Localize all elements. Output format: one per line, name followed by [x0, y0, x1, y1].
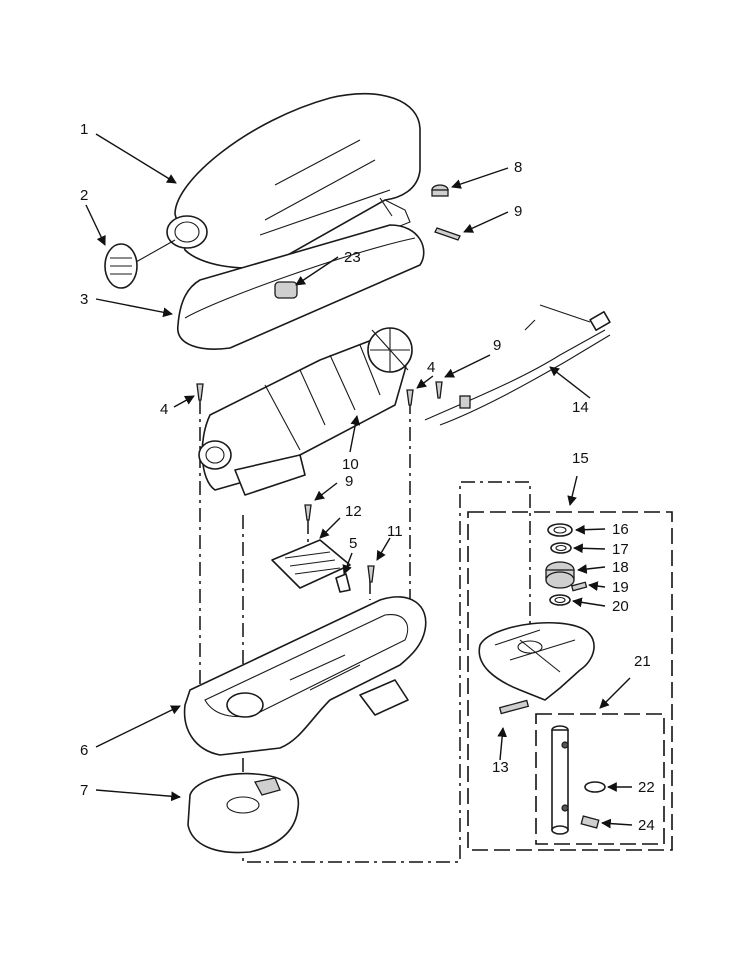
callout-9-mid: 9 — [493, 337, 501, 354]
planetary-housing — [478, 621, 595, 701]
callout-19: 19 — [612, 579, 629, 596]
screw-9-mid — [435, 381, 443, 399]
callout-15: 15 — [572, 450, 589, 467]
screw-9-upper — [434, 227, 461, 241]
screw-9-lower — [304, 504, 312, 521]
callout-13: 13 — [492, 759, 509, 776]
leader-lines — [85, 133, 633, 829]
callout-22: 22 — [638, 779, 655, 796]
power-cord — [424, 304, 611, 426]
hub-cover — [104, 239, 176, 289]
callout-2: 2 — [80, 187, 88, 204]
callout-12: 12 — [345, 503, 362, 520]
callout-4-left: 4 — [160, 401, 168, 418]
screw-8 — [431, 184, 449, 197]
callout-9-lower: 9 — [345, 473, 353, 490]
beater-shaft — [551, 725, 569, 835]
callout-17: 17 — [612, 541, 629, 558]
callout-6: 6 — [80, 742, 88, 759]
washer-16 — [547, 523, 573, 537]
screw-11 — [367, 565, 375, 583]
callout-10: 10 — [342, 456, 359, 473]
callout-4-right: 4 — [427, 359, 435, 376]
assembly-box-21 — [535, 713, 665, 845]
washer-17 — [550, 542, 572, 554]
callout-11: 11 — [387, 523, 403, 540]
gear-cover — [187, 772, 300, 854]
callout-3: 3 — [80, 291, 88, 308]
washer-20 — [549, 594, 571, 606]
trim-band — [177, 224, 425, 350]
callout-7: 7 — [80, 782, 88, 799]
pin-24 — [580, 815, 600, 829]
callout-20: 20 — [612, 598, 629, 615]
motor-assembly — [198, 327, 413, 496]
callout-21: 21 — [634, 653, 651, 670]
callout-5: 5 — [349, 535, 357, 552]
gearbox-base-housing — [183, 596, 427, 756]
screw-4-right — [406, 389, 414, 406]
pin-19 — [570, 581, 588, 592]
callout-labels: 1 2 3 4 8 9 23 4 9 14 10 9 12 5 11 6 7 1… — [80, 121, 655, 834]
gear-18 — [545, 561, 575, 589]
clip-5 — [335, 573, 351, 593]
screw-4-left — [196, 383, 204, 401]
callout-24: 24 — [638, 817, 655, 834]
callout-14: 14 — [572, 399, 589, 416]
callout-8: 8 — [514, 159, 522, 176]
callout-16: 16 — [612, 521, 629, 538]
callout-18: 18 — [612, 559, 629, 576]
callout-9-upper: 9 — [514, 203, 522, 220]
pin-13 — [498, 699, 530, 715]
attachment-hub-opening — [166, 215, 208, 249]
retaining-ring-22 — [584, 781, 606, 793]
callout-23: 23 — [344, 249, 361, 266]
callout-1: 1 — [80, 121, 88, 138]
assembly-box-15 — [467, 511, 673, 851]
knob-23 — [274, 281, 298, 299]
